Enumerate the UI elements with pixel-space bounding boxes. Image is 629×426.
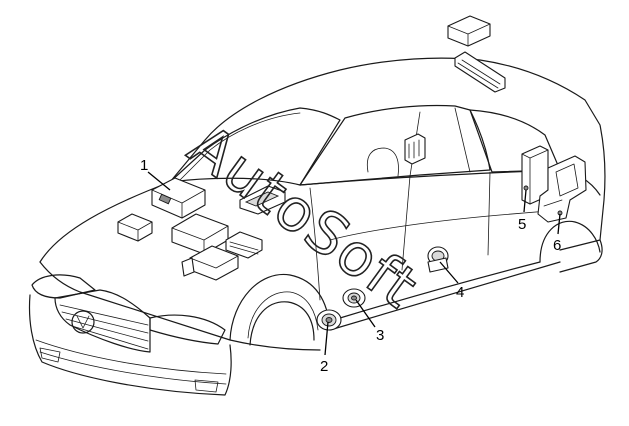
roof-modules	[447, 15, 506, 93]
speaker-2	[316, 309, 342, 331]
leader-6	[557, 213, 561, 235]
callout-6: 6	[553, 237, 561, 254]
leader-5	[523, 189, 527, 213]
speakers	[316, 246, 449, 331]
callout-leaders	[147, 171, 561, 356]
leader-4	[439, 261, 459, 284]
car-body	[39, 57, 606, 351]
front-fascia	[28, 274, 232, 396]
leader-3	[355, 299, 376, 328]
rear-units	[521, 145, 587, 223]
component-1-units	[117, 177, 286, 281]
callout-1: 1	[140, 157, 148, 174]
callout-labels: 1 2 3 4 5 6	[140, 157, 561, 375]
callout-2: 2	[320, 358, 328, 375]
speaker-3	[342, 288, 366, 308]
rear-unit-6	[537, 155, 587, 223]
watermark-text: AutoSoft	[177, 111, 431, 322]
speaker-4	[427, 246, 449, 273]
pillar-module	[404, 133, 426, 165]
leader-2	[324, 321, 329, 356]
callout-4: 4	[456, 284, 464, 301]
front-wheel	[249, 301, 315, 346]
leader-1	[147, 171, 171, 191]
callout-3: 3	[376, 327, 384, 344]
callout-5: 5	[518, 216, 526, 233]
